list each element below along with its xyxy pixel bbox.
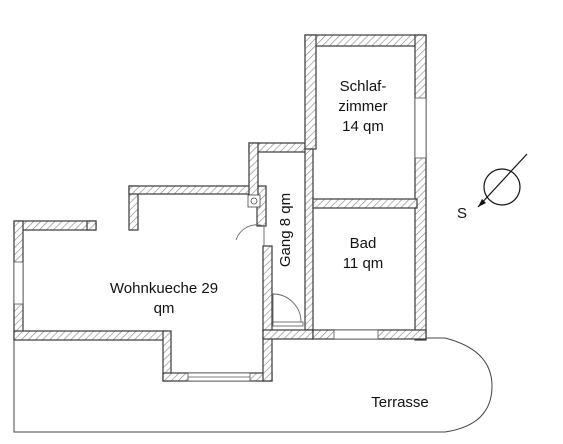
door-gang-bottom bbox=[272, 321, 304, 327]
wall-wohnkueche-bottom-left bbox=[13, 330, 168, 341]
room-label-wohnkueche: Wohnkueche 29 qm bbox=[84, 279, 244, 319]
room-area-schlafzimmer: 14 qm bbox=[342, 118, 384, 135]
wall-gang-left bbox=[248, 142, 259, 199]
room-label-schlafzimmer: Schlaf- zimmer 14 qm bbox=[318, 77, 408, 137]
wall-schlaf-right bbox=[414, 34, 427, 341]
wall-schlaf-top bbox=[304, 34, 427, 47]
room-name-wohnkueche: Wohnkueche 29 bbox=[109, 280, 219, 297]
room-name-schlafzimmer-2: zimmer bbox=[338, 98, 388, 115]
room-area-bad: 11 qm bbox=[342, 255, 384, 272]
window-schlaf-right bbox=[414, 97, 427, 159]
room-label-gang: Gang 8 qm bbox=[277, 192, 294, 268]
wall-wohnkueche-step bbox=[86, 220, 97, 231]
terrasse-outline bbox=[13, 337, 493, 433]
chimney-flue bbox=[250, 197, 258, 205]
compass-south-arrow-icon bbox=[477, 153, 528, 208]
door-swing-wohnkueche bbox=[235, 224, 265, 246]
room-label-terrasse: Terrasse bbox=[371, 394, 429, 411]
room-label-bad: Bad 11 qm bbox=[318, 234, 408, 274]
wall-wohnkueche-bay-top bbox=[128, 185, 258, 195]
wall-wohnkueche-top-left bbox=[13, 220, 97, 231]
door-swing-gang bbox=[272, 293, 302, 323]
wall-wohnkueche-right-lower bbox=[262, 245, 273, 333]
room-area-wohnkueche: qm bbox=[153, 300, 175, 317]
compass-label: S bbox=[456, 205, 467, 222]
room-name-schlafzimmer-1: Schlaf- bbox=[339, 78, 387, 95]
chimney bbox=[247, 194, 261, 208]
wall-schlaf-left bbox=[304, 34, 317, 150]
room-name-bad: Bad bbox=[349, 235, 377, 252]
window-bad-bottom bbox=[333, 329, 379, 340]
wall-gang-right bbox=[304, 142, 314, 331]
wall-gang-bottom bbox=[262, 329, 314, 340]
wall-schlaf-bad-divider bbox=[312, 198, 418, 209]
window-wohnkueche-left bbox=[13, 261, 24, 305]
